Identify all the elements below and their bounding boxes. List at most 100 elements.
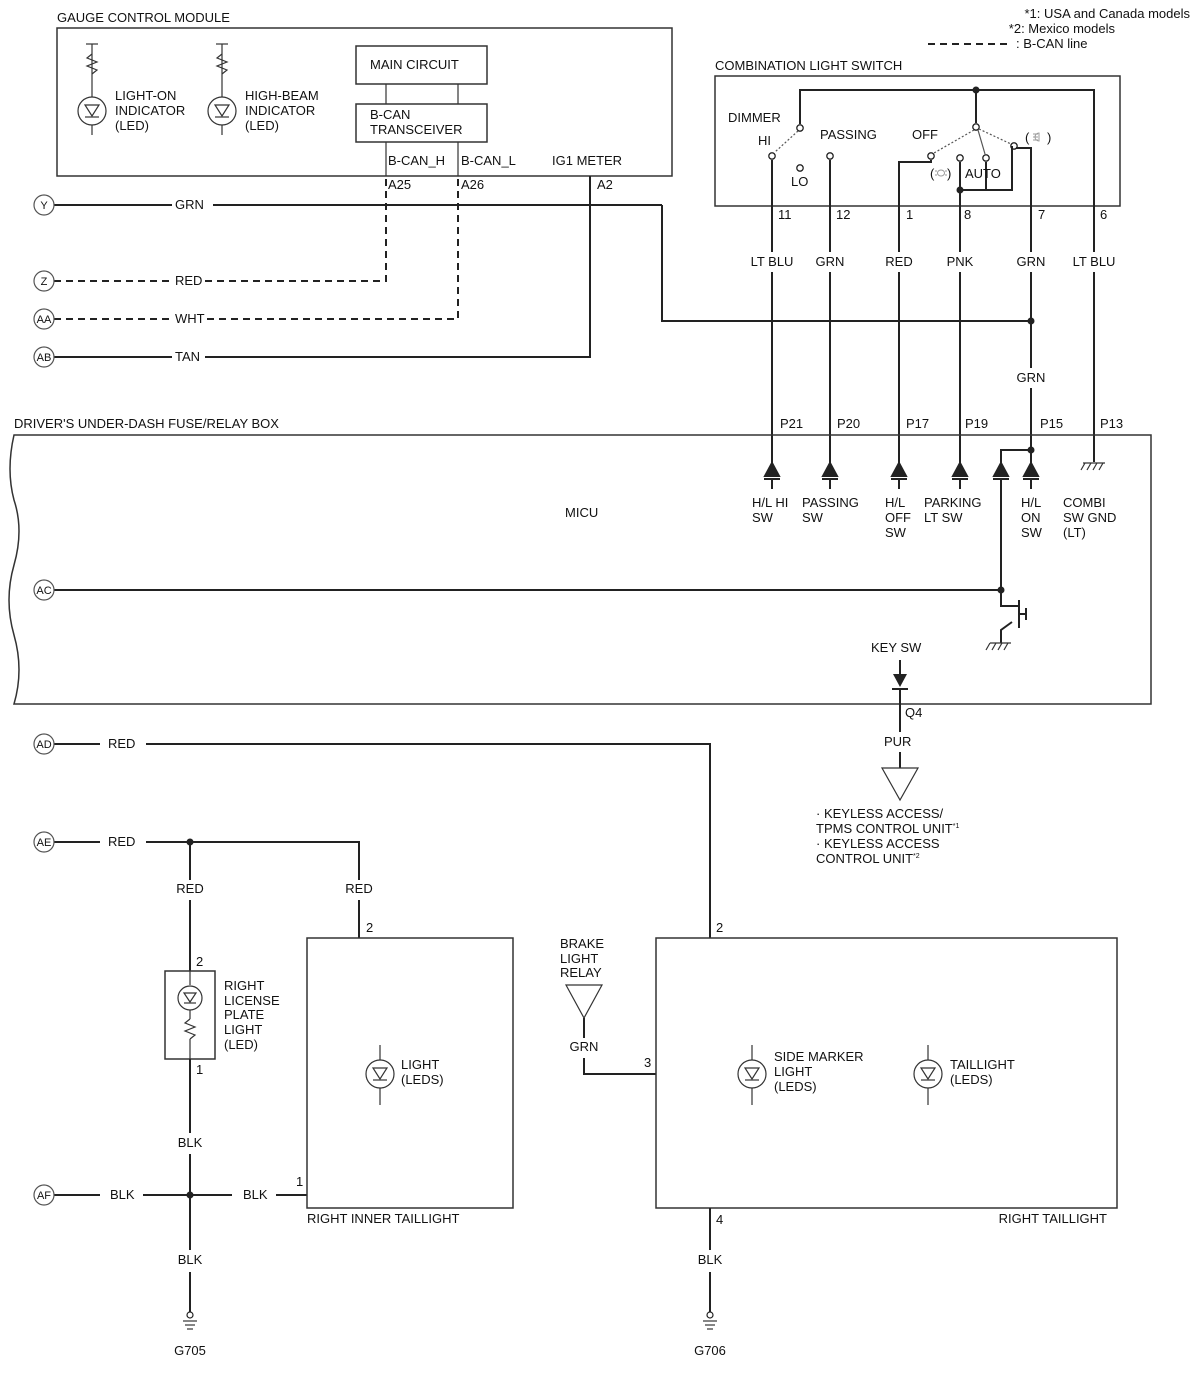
paren-close-2: ) xyxy=(1047,130,1051,145)
bcan-label-2: TRANSCEIVER xyxy=(370,122,462,137)
taillight-led-icon xyxy=(913,1045,943,1105)
taillight-label-2: (LEDS) xyxy=(950,1072,993,1087)
light-on-led-icon xyxy=(77,43,107,135)
fuse-pin-p15: P15 xyxy=(1040,416,1063,431)
bcan-l-wire xyxy=(207,176,459,320)
bcan-h-label: B-CAN_H xyxy=(388,153,445,168)
license-label-1: RIGHT xyxy=(224,978,265,993)
fuse-pin-p21: P21 xyxy=(780,416,803,431)
brake-label-3: RELAY xyxy=(560,965,602,980)
brake-label-1: BRAKE xyxy=(560,936,604,951)
license-pin-1: 1 xyxy=(196,1062,203,1077)
input-arrows xyxy=(763,460,1040,489)
license-label-5: (LED) xyxy=(224,1037,258,1052)
taillight-pin-3: 3 xyxy=(644,1055,651,1070)
paren-open-2: ( xyxy=(1025,130,1030,145)
connector-z xyxy=(33,270,55,292)
inner-pin-1: 1 xyxy=(296,1174,303,1189)
wire-y-color: GRN xyxy=(175,197,204,212)
connector-ab-label: AB xyxy=(37,352,52,364)
off-label: OFF xyxy=(912,127,938,142)
lo-label: LO xyxy=(791,174,808,189)
keyless-line-4: CONTROL UNIT xyxy=(816,851,913,866)
keyless-line-2: TPMS CONTROL UNIT xyxy=(816,821,953,836)
left-wires: GRN RED WHT TAN xyxy=(54,176,1035,364)
paren-open-1: ( xyxy=(930,166,935,181)
switch-wires: LT BLU GRN RED PNK GRN LT BLU GRN xyxy=(751,206,1116,465)
wire-color-12: GRN xyxy=(816,254,845,269)
passing-sw-label-2: SW xyxy=(802,510,824,525)
keyless-line-3: · KEYLESS ACCESS xyxy=(816,836,940,851)
keyless-sup-1: *1 xyxy=(953,823,960,830)
keyless-line-4-group: CONTROL UNIT*2 xyxy=(816,851,920,866)
auto-label: AUTO xyxy=(965,166,1001,181)
ground-g706-label: G706 xyxy=(694,1343,726,1358)
license-label-4: LIGHT xyxy=(224,1022,262,1037)
fuse-pin-p19: P19 xyxy=(965,416,988,431)
parking-sw-label-2: LT SW xyxy=(924,510,963,525)
keyless-line-2-group: TPMS CONTROL UNIT*1 xyxy=(816,821,959,836)
fuse-pin-p20: P20 xyxy=(837,416,860,431)
hl-hi-label-1: H/L HI xyxy=(752,495,788,510)
side-marker-label-2: LIGHT xyxy=(774,1064,812,1079)
connector-ad-label: AD xyxy=(36,739,51,751)
dimmer-label: DIMMER xyxy=(728,110,781,125)
switch-pin-7: 7 xyxy=(1038,207,1045,222)
inner-led-icon xyxy=(365,1045,395,1105)
inner-taillight-title: RIGHT INNER TAILLIGHT xyxy=(307,1211,459,1226)
hl-on-label-1: H/L xyxy=(1021,495,1041,510)
keyless-sup-2: *2 xyxy=(913,853,920,860)
keyless-line-1: · KEYLESS ACCESS/ xyxy=(816,806,944,821)
taillight-pin-4: 4 xyxy=(716,1212,723,1227)
combi-gnd-label-3: (LT) xyxy=(1063,525,1086,540)
connector-z-label: Z xyxy=(41,276,48,288)
bcan-l-label: B-CAN_L xyxy=(461,153,516,168)
license-label-2: LICENSE xyxy=(224,993,280,1008)
keyless-label: · KEYLESS ACCESS/ TPMS CONTROL UNIT*1 · … xyxy=(816,806,959,866)
pin-a26: A26 xyxy=(461,177,484,192)
pin-a2: A2 xyxy=(597,177,613,192)
key-sw-output-arrow xyxy=(892,660,908,704)
connector-y xyxy=(33,194,55,216)
license-pin-2: 2 xyxy=(196,954,203,969)
right-taillight-box xyxy=(655,937,1118,1209)
connector-af-label: AF xyxy=(37,1190,51,1202)
hi-label: HI xyxy=(758,133,771,148)
switch-pin-12: 12 xyxy=(836,207,850,222)
brake-label-2: LIGHT xyxy=(560,951,598,966)
grn-wire-y xyxy=(661,205,1031,322)
switch-title: COMBINATION LIGHT SWITCH xyxy=(715,58,902,73)
side-marker-led-icon xyxy=(737,1045,767,1105)
ig1-meter-label: IG1 METER xyxy=(552,153,622,168)
gauge-control-module: GAUGE CONTROL MODULE LIGHT-ON INDICATOR … xyxy=(56,10,673,192)
hl-hi-label-2: SW xyxy=(752,510,774,525)
inner-pin-2: 2 xyxy=(366,920,373,935)
side-marker-label-1: SIDE MARKER xyxy=(774,1049,864,1064)
inner-red-label: RED xyxy=(345,881,372,896)
connector-ad xyxy=(33,733,55,755)
note-2: *2: Mexico models xyxy=(1009,21,1116,36)
wire-color-6: LT BLU xyxy=(1073,254,1116,269)
pin-a25: A25 xyxy=(388,177,411,192)
switch-pin-11: 11 xyxy=(778,207,792,222)
light-on-label-3: (LED) xyxy=(115,118,149,133)
pur-label: PUR xyxy=(884,734,911,749)
inner-blk-label: BLK xyxy=(243,1187,268,1202)
switch-pin-8: 8 xyxy=(964,207,971,222)
license-led-icon xyxy=(177,971,203,1059)
license-red-label: RED xyxy=(176,881,203,896)
fusebox-outline xyxy=(8,434,1152,705)
license-label-3: PLATE xyxy=(224,1007,265,1022)
wire-color-7: GRN xyxy=(1017,254,1046,269)
paren-close-1: ) xyxy=(947,166,951,181)
connector-bubbles: Y Z AA AB xyxy=(33,194,55,368)
connector-y-label: Y xyxy=(40,200,48,212)
inner-light-label-2: (LEDS) xyxy=(401,1072,444,1087)
micu-label: MICU xyxy=(565,505,598,520)
wire-af-color: BLK xyxy=(110,1187,135,1202)
combi-gnd-label-1: COMBI xyxy=(1063,495,1106,510)
high-beam-label-2: INDICATOR xyxy=(245,103,315,118)
fuse-pin-p13: P13 xyxy=(1100,416,1123,431)
right-inner-taillight-box xyxy=(306,937,514,1209)
brake-relay-triangle xyxy=(564,984,604,1020)
